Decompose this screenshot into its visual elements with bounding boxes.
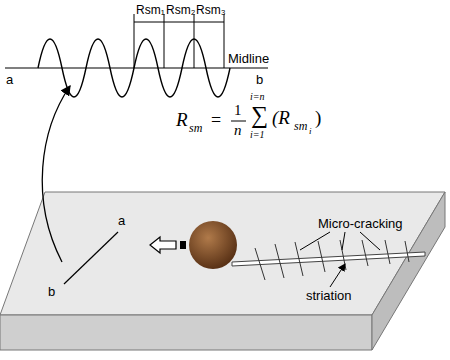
formula-part: sm bbox=[294, 120, 307, 132]
formula-part: n bbox=[234, 123, 242, 138]
formula-part: i bbox=[309, 127, 312, 136]
formula-part: sm bbox=[189, 122, 202, 134]
formula-part: ∑ bbox=[251, 103, 268, 127]
formula-part: 1 bbox=[234, 103, 242, 118]
formula-part: (R bbox=[272, 108, 290, 127]
callout-label: Micro-cracking bbox=[318, 217, 403, 230]
formula-part: i=1 bbox=[250, 130, 265, 140]
point-label: a bbox=[6, 73, 13, 86]
point-label: b bbox=[48, 285, 55, 298]
rsm-label: Rsm₃ bbox=[196, 4, 226, 16]
rsm-label: Rsm₁ bbox=[136, 4, 165, 16]
formula-part: ) bbox=[315, 108, 321, 127]
point-label: b bbox=[256, 73, 263, 86]
formula-part: R bbox=[176, 110, 188, 129]
formula-part: = bbox=[211, 111, 221, 129]
rsm-label: Rsm₂ bbox=[166, 4, 195, 16]
point-label: a bbox=[118, 214, 125, 227]
callout-label: striation bbox=[306, 289, 352, 302]
midline-label: Midline bbox=[228, 52, 269, 65]
formula-part: i=n bbox=[250, 92, 265, 102]
